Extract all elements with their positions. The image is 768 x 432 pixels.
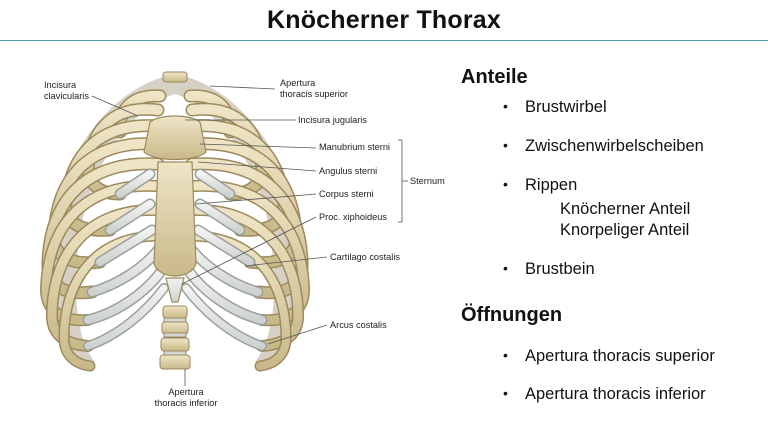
ribs-left <box>39 89 167 372</box>
label-incisura-jugularis: Incisura jugularis <box>298 115 367 125</box>
bullet-apertura-inferior: •Apertura thoracis inferior <box>503 385 706 403</box>
bullet-rippen: •Rippen <box>503 176 578 194</box>
bullet-apertura-superior: •Apertura thoracis superior <box>503 347 715 365</box>
cartilage-right <box>181 168 268 351</box>
label-manubrium-sterni: Manubrium sterni <box>319 142 390 152</box>
bullet-zwischenwirbelscheiben: •Zwischenwirbelscheiben <box>503 137 704 155</box>
bullet-dot-icon: • <box>503 137 508 153</box>
ribcage-drawing <box>39 71 408 386</box>
spine <box>159 71 191 370</box>
bullet-dot-icon: • <box>503 385 508 401</box>
bullet-brustwirbel: •Brustwirbel <box>503 98 607 116</box>
label-incisura-clavicularis: Incisura clavicularis <box>44 80 89 101</box>
heading-oeffnungen: Öffnungen <box>461 304 563 326</box>
bullet-dot-icon: • <box>503 176 508 192</box>
ribs-right <box>183 89 311 372</box>
bullet-dot-icon: • <box>503 347 508 363</box>
label-proc-xiphoideus: Proc. xiphoideus <box>319 212 387 222</box>
heading-anteile: Anteile <box>461 66 528 88</box>
label-corpus-sterni: Corpus sterni <box>319 189 374 199</box>
label-sternum: Sternum <box>410 176 445 186</box>
slide-title: Knöcherner Thorax <box>266 6 501 34</box>
bullet-dot-icon: • <box>503 98 508 114</box>
bullet-dot-icon: • <box>503 260 508 276</box>
label-apertura-inferior: Apertura thoracis inferior <box>154 387 218 408</box>
label-apertura-superior: Apertura thoracis superior <box>280 78 348 99</box>
label-angulus-sterni: Angulus sterni <box>319 166 378 176</box>
label-cartilago-costalis: Cartilago costalis <box>330 252 400 262</box>
sub-knorpeliger-anteil: Knorpeliger Anteil <box>560 221 690 239</box>
bullet-brustbein: •Brustbein <box>503 260 595 278</box>
leader-lines <box>91 85 408 386</box>
sub-knoecherner-anteil: Knöcherner Anteil <box>560 200 691 218</box>
sternum-bone <box>143 115 207 303</box>
title-divider <box>0 40 768 41</box>
label-arcus-costalis: Arcus costalis <box>330 320 387 330</box>
thorax-illustration: Incisura clavicularis Apertura thoracis … <box>0 44 455 432</box>
